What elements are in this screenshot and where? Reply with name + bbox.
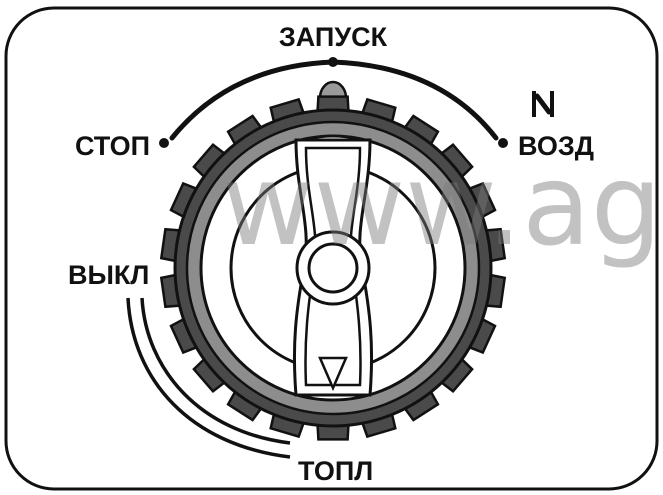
label-fuel: ТОПЛ (298, 456, 373, 486)
label-off: ВЫКЛ (68, 260, 149, 290)
label-start: ЗАПУСК (279, 22, 388, 52)
label-air: ВОЗД (518, 131, 594, 161)
start-position-dot (328, 57, 338, 67)
label-stop: СТОП (75, 131, 150, 161)
watermark-text: www.agr (222, 141, 663, 271)
stop-position-dot (159, 138, 169, 148)
